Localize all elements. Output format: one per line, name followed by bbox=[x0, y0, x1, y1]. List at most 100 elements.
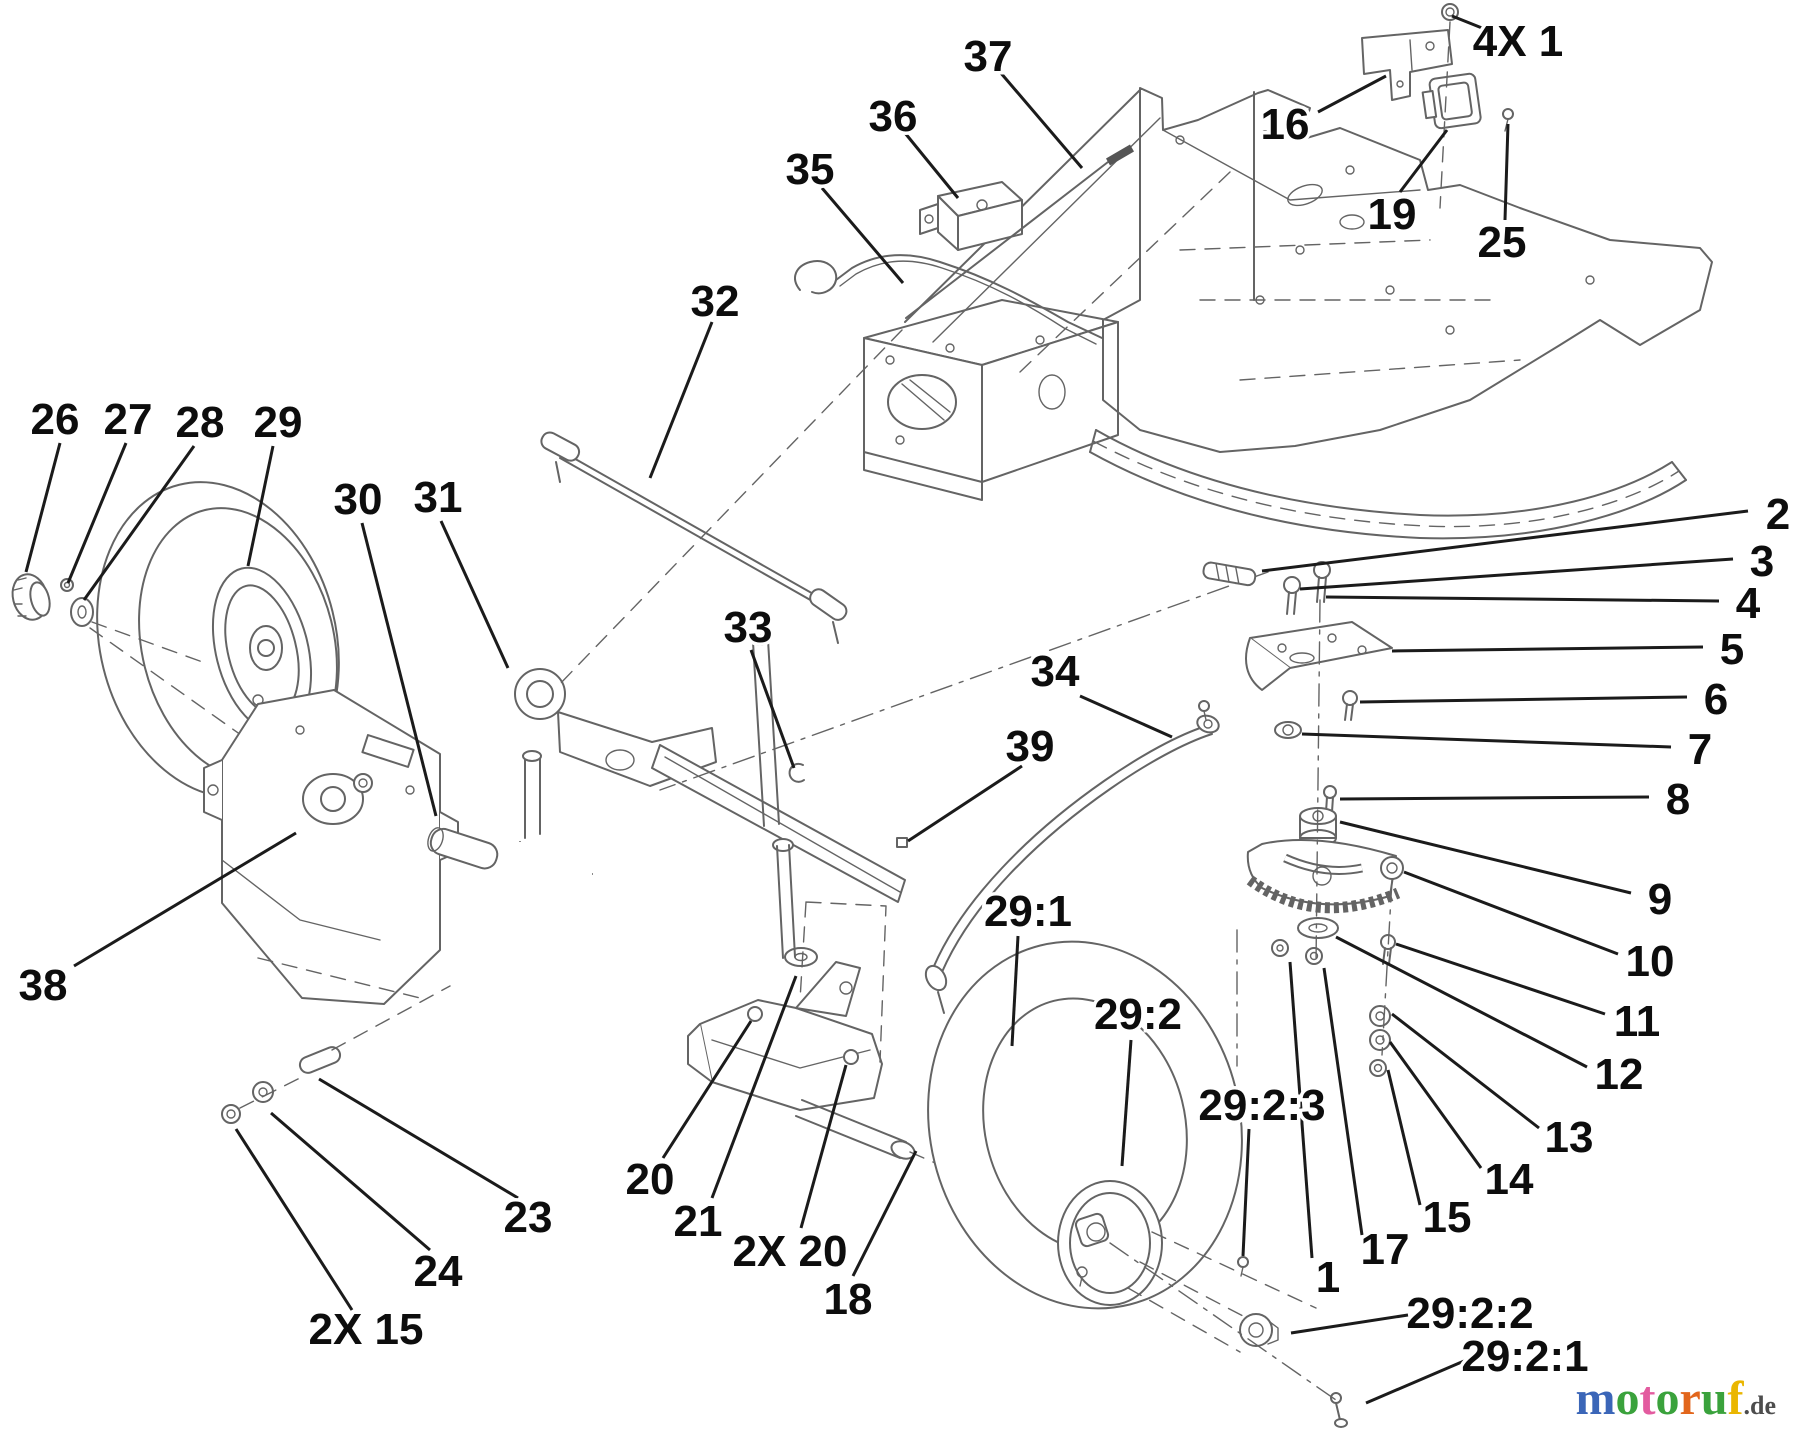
part-29-1-leader-line bbox=[1010, 935, 1020, 1047]
part-5-leader-line bbox=[1391, 645, 1704, 653]
motoruf-logo[interactable]: motoruf.de bbox=[1576, 1375, 1776, 1423]
logo-letter: t bbox=[1639, 1372, 1656, 1425]
part-17-leader-line bbox=[1322, 967, 1364, 1236]
part-18-callout[interactable]: 18 bbox=[820, 1272, 876, 1328]
part-4-leader-line bbox=[1325, 595, 1720, 603]
part-15-leader-line bbox=[1386, 1069, 1422, 1206]
part-2x20-leader-line bbox=[799, 1064, 848, 1229]
part-29-2-1-leader-line bbox=[1365, 1359, 1465, 1405]
logo-letter: u bbox=[1700, 1372, 1728, 1425]
axle-support-bracket-artwork bbox=[203, 689, 459, 1124]
part-1-callout[interactable]: 1 bbox=[1312, 1250, 1343, 1306]
part-29-2-3-callout[interactable]: 29:2:3 bbox=[1195, 1078, 1329, 1134]
part-11-leader-line bbox=[1395, 942, 1606, 1016]
part-25-leader-line bbox=[1503, 123, 1510, 221]
logo-letter: f bbox=[1727, 1372, 1744, 1425]
part-29-1-callout[interactable]: 29:1 bbox=[980, 884, 1075, 940]
part-1-leader-line bbox=[1288, 961, 1314, 1259]
part-24-callout[interactable]: 24 bbox=[410, 1244, 466, 1300]
part-7-leader-line bbox=[1301, 732, 1672, 749]
part-6-callout[interactable]: 6 bbox=[1700, 672, 1731, 728]
part-4-callout[interactable]: 4 bbox=[1732, 576, 1764, 632]
part-17-callout[interactable]: 17 bbox=[1357, 1222, 1413, 1278]
part-29-2-callout[interactable]: 29:2 bbox=[1090, 987, 1185, 1043]
part-31-leader-line bbox=[439, 520, 510, 669]
part-12-leader-line bbox=[1335, 935, 1588, 1069]
part-29-2-leader-line bbox=[1120, 1039, 1133, 1167]
part-23-callout[interactable]: 23 bbox=[500, 1190, 556, 1246]
part-13-callout[interactable]: 13 bbox=[1541, 1110, 1597, 1166]
part-19-callout[interactable]: 19 bbox=[1364, 187, 1420, 243]
part-2-callout[interactable]: 2 bbox=[1762, 487, 1793, 543]
part-35-callout[interactable]: 35 bbox=[782, 142, 838, 198]
part-8-leader-line bbox=[1339, 795, 1650, 801]
part-12-callout[interactable]: 12 bbox=[1591, 1047, 1647, 1103]
part-38-callout[interactable]: 38 bbox=[15, 958, 71, 1014]
part-2-leader-line bbox=[1261, 509, 1749, 573]
steering-gear-stack-artwork bbox=[1202, 561, 1404, 1077]
part-37-callout[interactable]: 37 bbox=[960, 29, 1016, 85]
part-33-leader-line bbox=[749, 649, 796, 769]
steering-arm-artwork bbox=[353, 329, 906, 903]
part-25-callout[interactable]: 25 bbox=[1474, 215, 1530, 271]
part-34-leader-line bbox=[1079, 694, 1173, 739]
part-5-callout[interactable]: 5 bbox=[1716, 622, 1747, 678]
shift-cable-and-rods-artwork bbox=[540, 144, 1135, 644]
logo-suffix: .de bbox=[1743, 1391, 1777, 1420]
part-14-leader-line bbox=[1388, 1041, 1483, 1169]
part-36-leader-line bbox=[903, 132, 960, 199]
logo-letter: r bbox=[1679, 1372, 1701, 1425]
part-33-callout[interactable]: 33 bbox=[720, 600, 776, 656]
part-39-callout[interactable]: 39 bbox=[1002, 719, 1058, 775]
part-4x1-callout[interactable]: 4X 1 bbox=[1469, 14, 1567, 70]
part-35-leader-line bbox=[820, 187, 905, 284]
part-26-callout[interactable]: 26 bbox=[27, 392, 83, 448]
part-16-leader-line bbox=[1317, 74, 1387, 114]
part-29-2-2-callout[interactable]: 29:2:2 bbox=[1403, 1286, 1537, 1342]
part-26-leader-line bbox=[24, 442, 62, 573]
part-13-leader-line bbox=[1391, 1012, 1540, 1130]
part-10-callout[interactable]: 10 bbox=[1622, 934, 1678, 990]
part-11-callout[interactable]: 11 bbox=[1610, 994, 1664, 1050]
part-28-callout[interactable]: 28 bbox=[172, 395, 228, 451]
part-20-callout[interactable]: 20 bbox=[622, 1152, 678, 1208]
part-34-callout[interactable]: 34 bbox=[1027, 644, 1083, 700]
part-9-callout[interactable]: 9 bbox=[1644, 872, 1675, 928]
part-8-callout[interactable]: 8 bbox=[1662, 772, 1693, 828]
chassis-frame-artwork bbox=[863, 87, 1713, 540]
part-2x15-callout[interactable]: 2X 15 bbox=[305, 1302, 427, 1358]
part-21-leader-line bbox=[710, 975, 798, 1199]
part-30-leader-line bbox=[360, 522, 438, 817]
mounting-bracket-16-artwork bbox=[1361, 3, 1514, 209]
part-3-callout[interactable]: 3 bbox=[1746, 534, 1777, 590]
part-36-callout[interactable]: 36 bbox=[865, 89, 921, 145]
logo-letter: o bbox=[1655, 1372, 1680, 1425]
logo-letter: m bbox=[1575, 1372, 1616, 1425]
part-27-leader-line bbox=[66, 442, 128, 584]
part-32-callout[interactable]: 32 bbox=[687, 274, 743, 330]
part-10-leader-line bbox=[1403, 870, 1619, 956]
part-2x20-callout[interactable]: 2X 20 bbox=[729, 1224, 851, 1280]
part-2x15-leader-line bbox=[234, 1128, 354, 1311]
part-4x1-leader-line bbox=[1451, 14, 1488, 32]
part-30-callout[interactable]: 30 bbox=[330, 472, 386, 528]
part-29-2-1-callout[interactable]: 29:2:1 bbox=[1458, 1329, 1592, 1385]
part-27-callout[interactable]: 27 bbox=[100, 392, 156, 448]
part-29-2-3-leader-line bbox=[1241, 1128, 1251, 1257]
part-19-leader-line bbox=[1398, 129, 1449, 193]
logo-letter: o bbox=[1615, 1372, 1640, 1425]
part-21-callout[interactable]: 21 bbox=[670, 1194, 726, 1250]
part-31-callout[interactable]: 31 bbox=[410, 470, 466, 526]
part-28-leader-line bbox=[82, 445, 196, 601]
part-7-callout[interactable]: 7 bbox=[1684, 722, 1715, 778]
part-32-leader-line bbox=[648, 321, 714, 479]
part-23-leader-line bbox=[318, 1077, 519, 1200]
part-29-2-2-leader-line bbox=[1290, 1313, 1409, 1335]
part-15-callout[interactable]: 15 bbox=[1419, 1190, 1475, 1246]
part-14-callout[interactable]: 14 bbox=[1481, 1152, 1537, 1208]
part-29-callout[interactable]: 29 bbox=[250, 395, 306, 451]
part-16-callout[interactable]: 16 bbox=[1257, 97, 1313, 153]
